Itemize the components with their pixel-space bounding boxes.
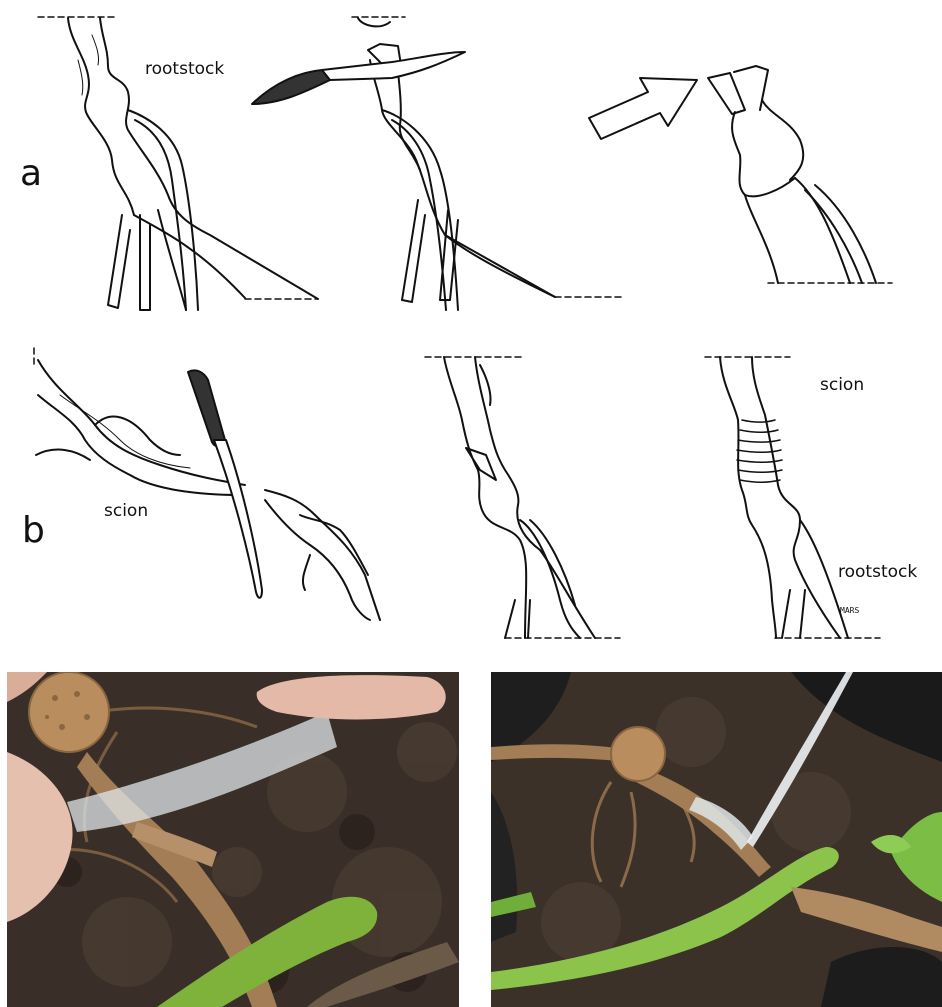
cut-rootstock-drawing <box>708 66 876 283</box>
photo-left <box>7 672 459 1007</box>
label-rootstock-top: rootstock <box>145 59 224 79</box>
dashed-cut-lines <box>34 17 892 638</box>
panel-letter-b: b <box>22 510 45 551</box>
label-scion-right: scion <box>820 375 864 395</box>
graft-wrapped-drawing <box>720 357 848 638</box>
panel-letter-a: a <box>20 153 42 194</box>
photo-right <box>491 672 942 1007</box>
label-rootstock-bottom: rootstock <box>838 562 917 582</box>
label-scion-left: scion <box>104 501 148 521</box>
arrow-icon <box>589 78 697 139</box>
grafting-illustration <box>0 0 942 640</box>
artist-signature: MARS <box>840 606 859 615</box>
knife-icon <box>252 52 465 104</box>
knife-vertical-icon <box>188 370 262 597</box>
graft-joined-drawing <box>444 357 595 638</box>
